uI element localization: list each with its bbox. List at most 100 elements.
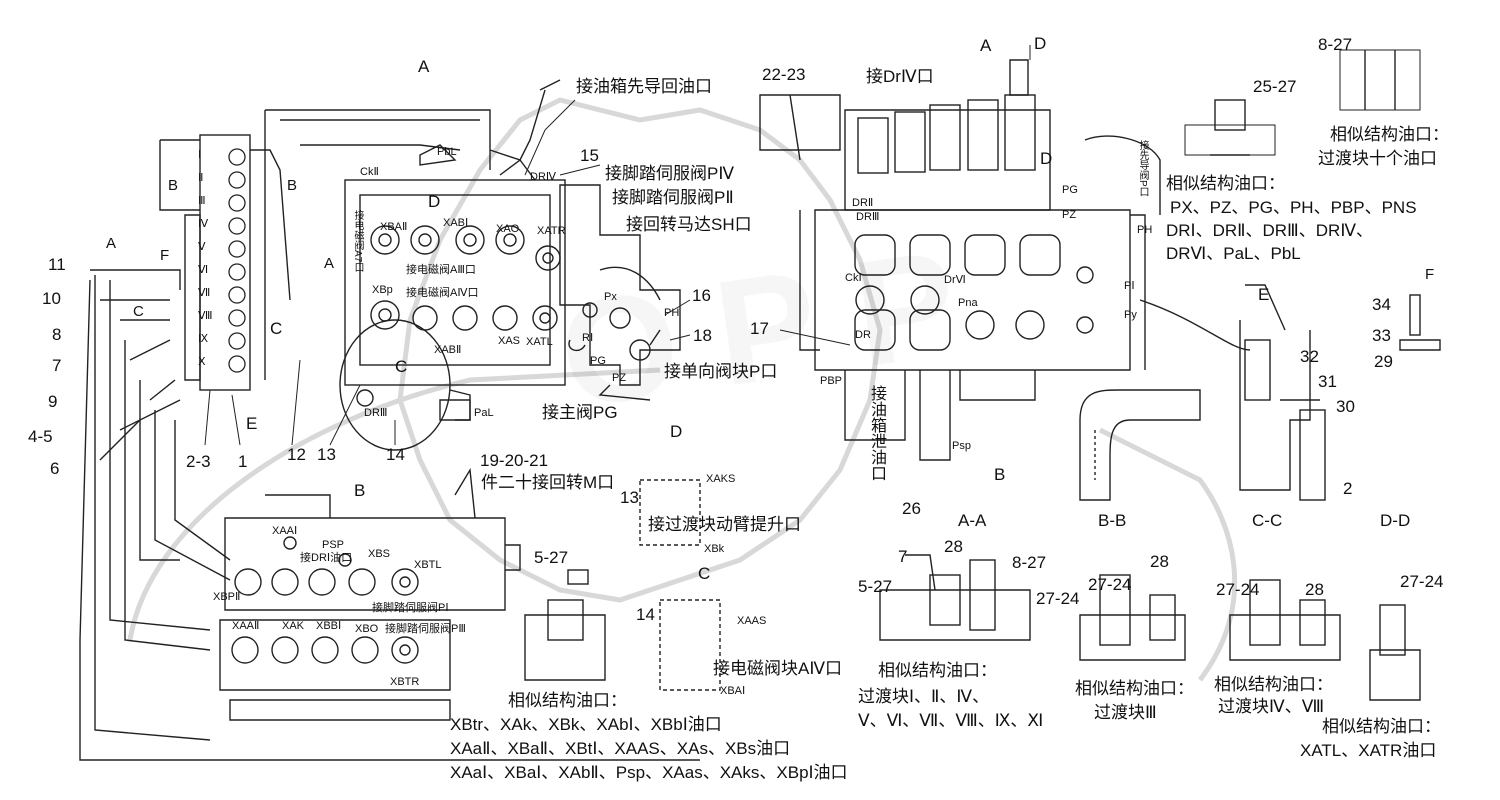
roman-port-5: Ⅴ <box>198 241 206 253</box>
port-xaa1: XAAⅠ <box>272 525 298 537</box>
port-driv: DRⅣ <box>530 171 557 183</box>
port-xaks: XAKS <box>706 473 736 485</box>
part-16: 16 <box>692 286 711 305</box>
roman-port-3: Ⅲ <box>198 195 206 207</box>
part-18: 18 <box>693 326 712 345</box>
part-15: 15 <box>580 146 599 165</box>
view-label-b-section: B <box>994 465 1006 484</box>
part-34: 34 <box>1372 295 1391 314</box>
part-28c: 28 <box>1305 580 1324 599</box>
part-2: 2 <box>1343 479 1353 498</box>
view-label-d-section: D <box>1034 34 1047 53</box>
note-tank-return: 接油箱先导回油口 <box>576 77 712 96</box>
part-2-3: 2-3 <box>186 452 211 471</box>
part-1: 1 <box>238 452 248 471</box>
note3-line2: XAaⅡ、XBaⅡ、XBtⅠ、XAAS、XAs、XBs油口 <box>450 739 791 758</box>
roman-port-8: Ⅷ <box>198 310 213 322</box>
part-9: 9 <box>48 392 58 411</box>
port-circle-6 <box>228 263 246 281</box>
section-title-aa: A-A <box>958 511 987 530</box>
note6-title: 相似结构油口： <box>1214 675 1333 694</box>
piping-left <box>79 109 700 761</box>
part-5-27b: 5-27 <box>858 577 893 596</box>
port-circle-10 <box>228 355 246 373</box>
port-psp: PSP <box>322 539 345 551</box>
note4-line1: 过渡块Ⅰ、Ⅱ、Ⅳ、 <box>858 687 990 706</box>
note-solenoid-a7: 接电磁阀A7口 <box>352 210 363 273</box>
port-xbk: XBk <box>704 543 725 555</box>
roman-port-list: Ⅰ Ⅱ Ⅲ Ⅳ Ⅴ Ⅵ Ⅶ Ⅷ Ⅸ Ⅹ <box>198 150 218 380</box>
check-valve-block <box>559 184 681 401</box>
port-pna: Pna <box>958 297 978 309</box>
port-xba1: XBAⅠ <box>720 685 746 697</box>
view-label-d-low: D <box>670 422 683 441</box>
port-pg: PG <box>590 355 606 367</box>
note1-body: 过渡块十个油口 <box>1318 149 1437 168</box>
port-circle-3 <box>228 194 246 212</box>
view-label-b-left2: B <box>287 177 298 194</box>
part-27-24b: 27-24 <box>1088 575 1132 594</box>
port-pz: PZ <box>612 372 627 384</box>
note-main-pg: 接主阀PG <box>542 403 618 422</box>
note-dr1-port: 接DRⅠ油口 <box>300 552 353 564</box>
part-8: 8 <box>52 325 62 344</box>
view-label-f-left: F <box>160 247 170 264</box>
port-xbp2: XBPⅡ <box>213 591 241 603</box>
note3-title: 相似结构油口： <box>508 691 627 710</box>
note4-line2: Ⅴ、Ⅵ、Ⅶ、Ⅷ、Ⅸ、Ⅺ <box>858 711 1044 730</box>
note5-title: 相似结构油口： <box>1075 679 1194 698</box>
port-circle-8 <box>228 309 246 327</box>
port-r1: RⅠ <box>582 332 594 344</box>
port-dr: DR <box>855 329 871 341</box>
part-25-27: 25-27 <box>1253 77 1297 96</box>
port-xbb1: XBBⅠ <box>316 620 342 632</box>
note-pedal-p4: 接脚踏伺服阀PⅣ <box>605 164 735 183</box>
port-circle-7 <box>228 286 246 304</box>
port-xbo: XBO <box>355 623 379 635</box>
transition-block-left <box>159 134 251 391</box>
view-label-f-right: F <box>1425 266 1435 283</box>
part-28a: 28 <box>944 537 963 556</box>
note2-line1: PX、PZ、PG、PH、PBP、PNS <box>1170 198 1417 217</box>
note3-line1: XBtr、XAk、XBk、XAbⅠ、XBbⅠ油口 <box>450 715 722 734</box>
part-11: 11 <box>48 255 66 274</box>
view-label-d-mid: D <box>428 192 441 211</box>
port-pbl: PbL <box>437 146 457 158</box>
main-valve-view <box>759 59 1251 461</box>
port-pz2: PZ <box>1062 209 1077 221</box>
note-transition-arm: 接过渡块动臂提升口 <box>648 515 801 534</box>
part-6: 6 <box>50 459 60 478</box>
watermark-gear <box>127 97 1238 682</box>
port-drvi: DrⅥ <box>944 274 966 286</box>
port-circle-2 <box>228 171 246 189</box>
port-circles <box>222 147 252 387</box>
port-xas: XAS <box>498 335 521 347</box>
servo-block-bottom <box>219 467 521 721</box>
port-xak: XAK <box>282 620 305 632</box>
roman-port-6: Ⅵ <box>198 264 209 276</box>
port-pg2: PG <box>1062 184 1078 196</box>
port-pbp: PBP <box>820 375 843 387</box>
part-27-24c: 27-24 <box>1216 580 1260 599</box>
port-xbtl: XBTL <box>414 559 442 571</box>
roman-port-1: Ⅰ <box>198 149 202 161</box>
note-tank-leak: 接油箱泄油口 <box>868 385 885 481</box>
note-pedal-p3: 接脚踏伺服阀PⅢ <box>385 623 466 635</box>
port-p1: PⅠ <box>1124 280 1135 292</box>
view-label-e-right: E <box>1258 285 1270 304</box>
note-solenoid-a3: 接电磁阀AⅢ口 <box>406 264 476 276</box>
note2-title: 相似结构油口： <box>1166 174 1285 193</box>
note7-title: 相似结构油口： <box>1322 717 1441 736</box>
view-label-b-bottom: B <box>354 481 366 500</box>
note7-line1: XATL、XATR油口 <box>1300 741 1437 760</box>
fitting-f <box>1399 294 1441 351</box>
part-17: 17 <box>750 319 769 338</box>
note3-line3: XAaⅠ、XBaⅠ、XAbⅡ、Psp、XAas、XAks、XBpⅠ油口 <box>450 763 848 782</box>
roman-port-7: Ⅶ <box>198 287 211 299</box>
part-7b: 7 <box>898 547 908 566</box>
part-12: 12 <box>287 445 306 464</box>
port-ck2: CkⅡ <box>360 166 379 178</box>
view-label-c-bottom: C <box>698 564 711 583</box>
fitting-details-bottom <box>524 479 1421 701</box>
